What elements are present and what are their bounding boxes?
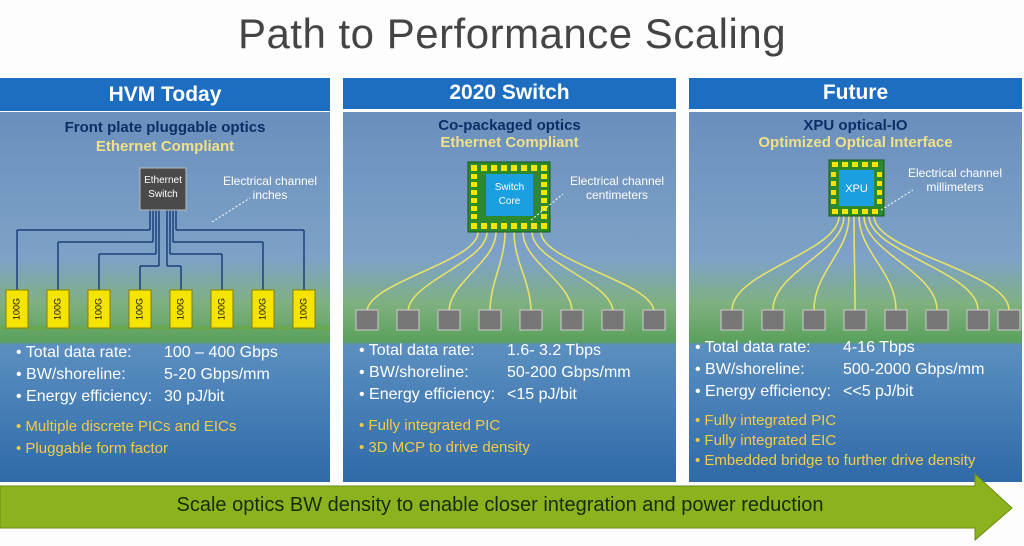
ethernet-switch-label: Ethernet Switch (144, 175, 182, 200)
xpu-chip (839, 170, 874, 206)
header-2020-switch: 2020 Switch (343, 78, 676, 109)
module-label: 100G (52, 298, 62, 320)
module-label: 100G (134, 298, 144, 320)
co-packaged-optics-diagram (355, 161, 666, 331)
stats-list: Total data rate:1.6- 3.2 Tbps BW/shoreli… (359, 340, 631, 406)
highlights-list: Fully integrated PIC Fully integrated EI… (695, 411, 975, 471)
highlights-list: Fully integrated PIC 3D MCP to drive den… (359, 415, 529, 459)
header-future: Future (689, 78, 1022, 109)
stats-list: Total data rate:100 – 400 Gbps BW/shorel… (16, 342, 278, 408)
panel-subtitle: XPU optical-IO (803, 117, 908, 134)
pluggable-module-100g (292, 289, 316, 329)
pluggable-module-100g (169, 289, 193, 329)
module-label: 100G (257, 298, 267, 320)
panel-subtitle-compliance: Optimized Optical Interface (758, 134, 953, 151)
pluggable-module-100g (46, 289, 70, 329)
scaling-arrow (0, 472, 1013, 542)
optical-module (925, 309, 949, 331)
panel-subtitle: Front plate pluggable optics (64, 119, 266, 136)
optical-module (997, 309, 1021, 331)
optical-module (802, 309, 826, 331)
pluggable-module-100g (87, 289, 111, 329)
pluggable-module-100g (210, 289, 234, 329)
optical-module (720, 309, 744, 331)
panel-subtitle-compliance: Ethernet Compliant (440, 134, 579, 151)
optical-module (437, 309, 461, 331)
pluggable-module-100g (5, 289, 29, 329)
optical-module (761, 309, 785, 331)
xpu-optical-io-diagram (720, 159, 1021, 331)
panel-subtitle-compliance: Ethernet Compliant (95, 138, 235, 155)
ethernet-switch-chip (139, 167, 187, 211)
pluggable-optics-diagram: 100G 100G 100G 100G 100G 100G 100G 100G (0, 167, 330, 330)
optical-module (843, 309, 867, 331)
panel-hvm-today: Front plate pluggable optics Ethernet Co… (0, 112, 330, 482)
optical-module (478, 309, 502, 331)
module-label: 100G (175, 298, 185, 320)
pluggable-module-100g (128, 289, 152, 329)
switch-core-label: Switch Core (494, 182, 525, 207)
switch-core-chip (486, 174, 533, 216)
panel-future: XPU optical-IO Optimized Optical Interfa… (689, 112, 1022, 482)
module-label: 100G (216, 298, 226, 320)
optical-module (519, 309, 543, 331)
scaling-arrow-label: Scale optics BW density to enable closer… (176, 494, 824, 516)
module-label: 100G (93, 298, 103, 320)
optical-module (560, 309, 584, 331)
optical-module (396, 309, 420, 331)
optical-module (642, 309, 666, 331)
highlights-list: Multiple discrete PICs and EICs Pluggabl… (16, 416, 236, 460)
module-label: 100G (298, 298, 308, 320)
page-title: Path to Performance Scaling (237, 10, 787, 57)
stats-list: Total data rate:4-16 Tbps BW/shoreline:5… (695, 337, 985, 403)
optical-module (355, 309, 379, 331)
panel-subtitle: Co-packaged optics (438, 117, 581, 134)
xpu-label: XPU (845, 183, 868, 195)
optical-module (601, 309, 625, 331)
optical-module (966, 309, 990, 331)
optical-module (884, 309, 908, 331)
pluggable-module-100g (251, 289, 275, 329)
panel-2020-switch: Co-packaged optics Ethernet Compliant Sw… (343, 112, 676, 482)
header-hvm-today: HVM Today (0, 78, 330, 111)
module-label: 100G (11, 298, 21, 320)
